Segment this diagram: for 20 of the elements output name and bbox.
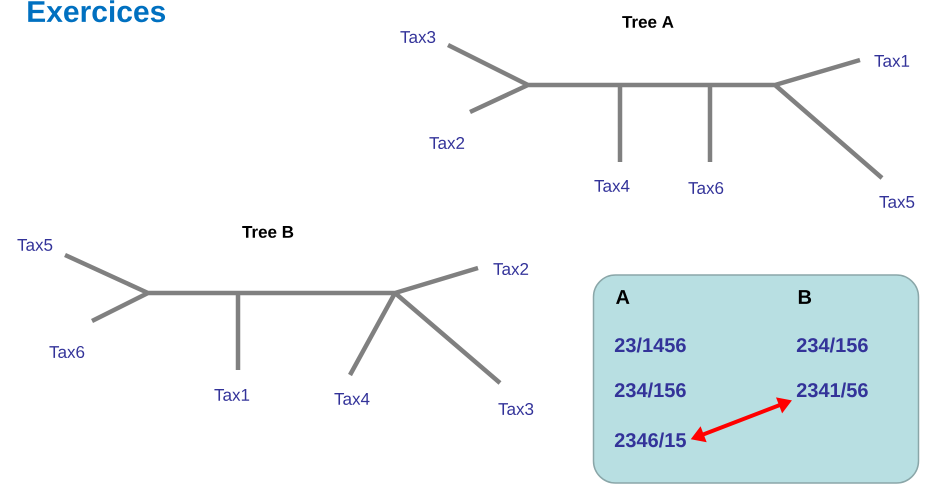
tree-title: Tree B — [242, 226, 294, 238]
taxon-label: Tax4 — [334, 393, 370, 405]
taxon-label: Tax1 — [214, 389, 250, 401]
split-text: 234/156 — [614, 382, 686, 398]
split-text: 2346/15 — [614, 432, 686, 448]
taxon-label: Tax3 — [400, 30, 436, 44]
taxon-label: Tax6 — [49, 346, 84, 358]
taxon-label: Tax1 — [874, 55, 910, 67]
taxon-label: Tax4 — [594, 180, 630, 192]
taxon-label: Tax2 — [493, 262, 528, 276]
split-text: 234/156 — [796, 338, 868, 352]
title: Exercices — [28, 0, 166, 22]
taxon-label: Tax3 — [498, 402, 534, 416]
tree-title: Tree A — [622, 16, 674, 28]
taxon-label: Tax2 — [429, 136, 464, 150]
taxon-label: Tax6 — [688, 182, 724, 194]
split-text: 2341/56 — [796, 382, 868, 398]
taxon-label: Tax5 — [879, 196, 914, 208]
taxon-label: Tax5 — [17, 239, 52, 251]
split-text: 23/1456 — [614, 338, 686, 352]
